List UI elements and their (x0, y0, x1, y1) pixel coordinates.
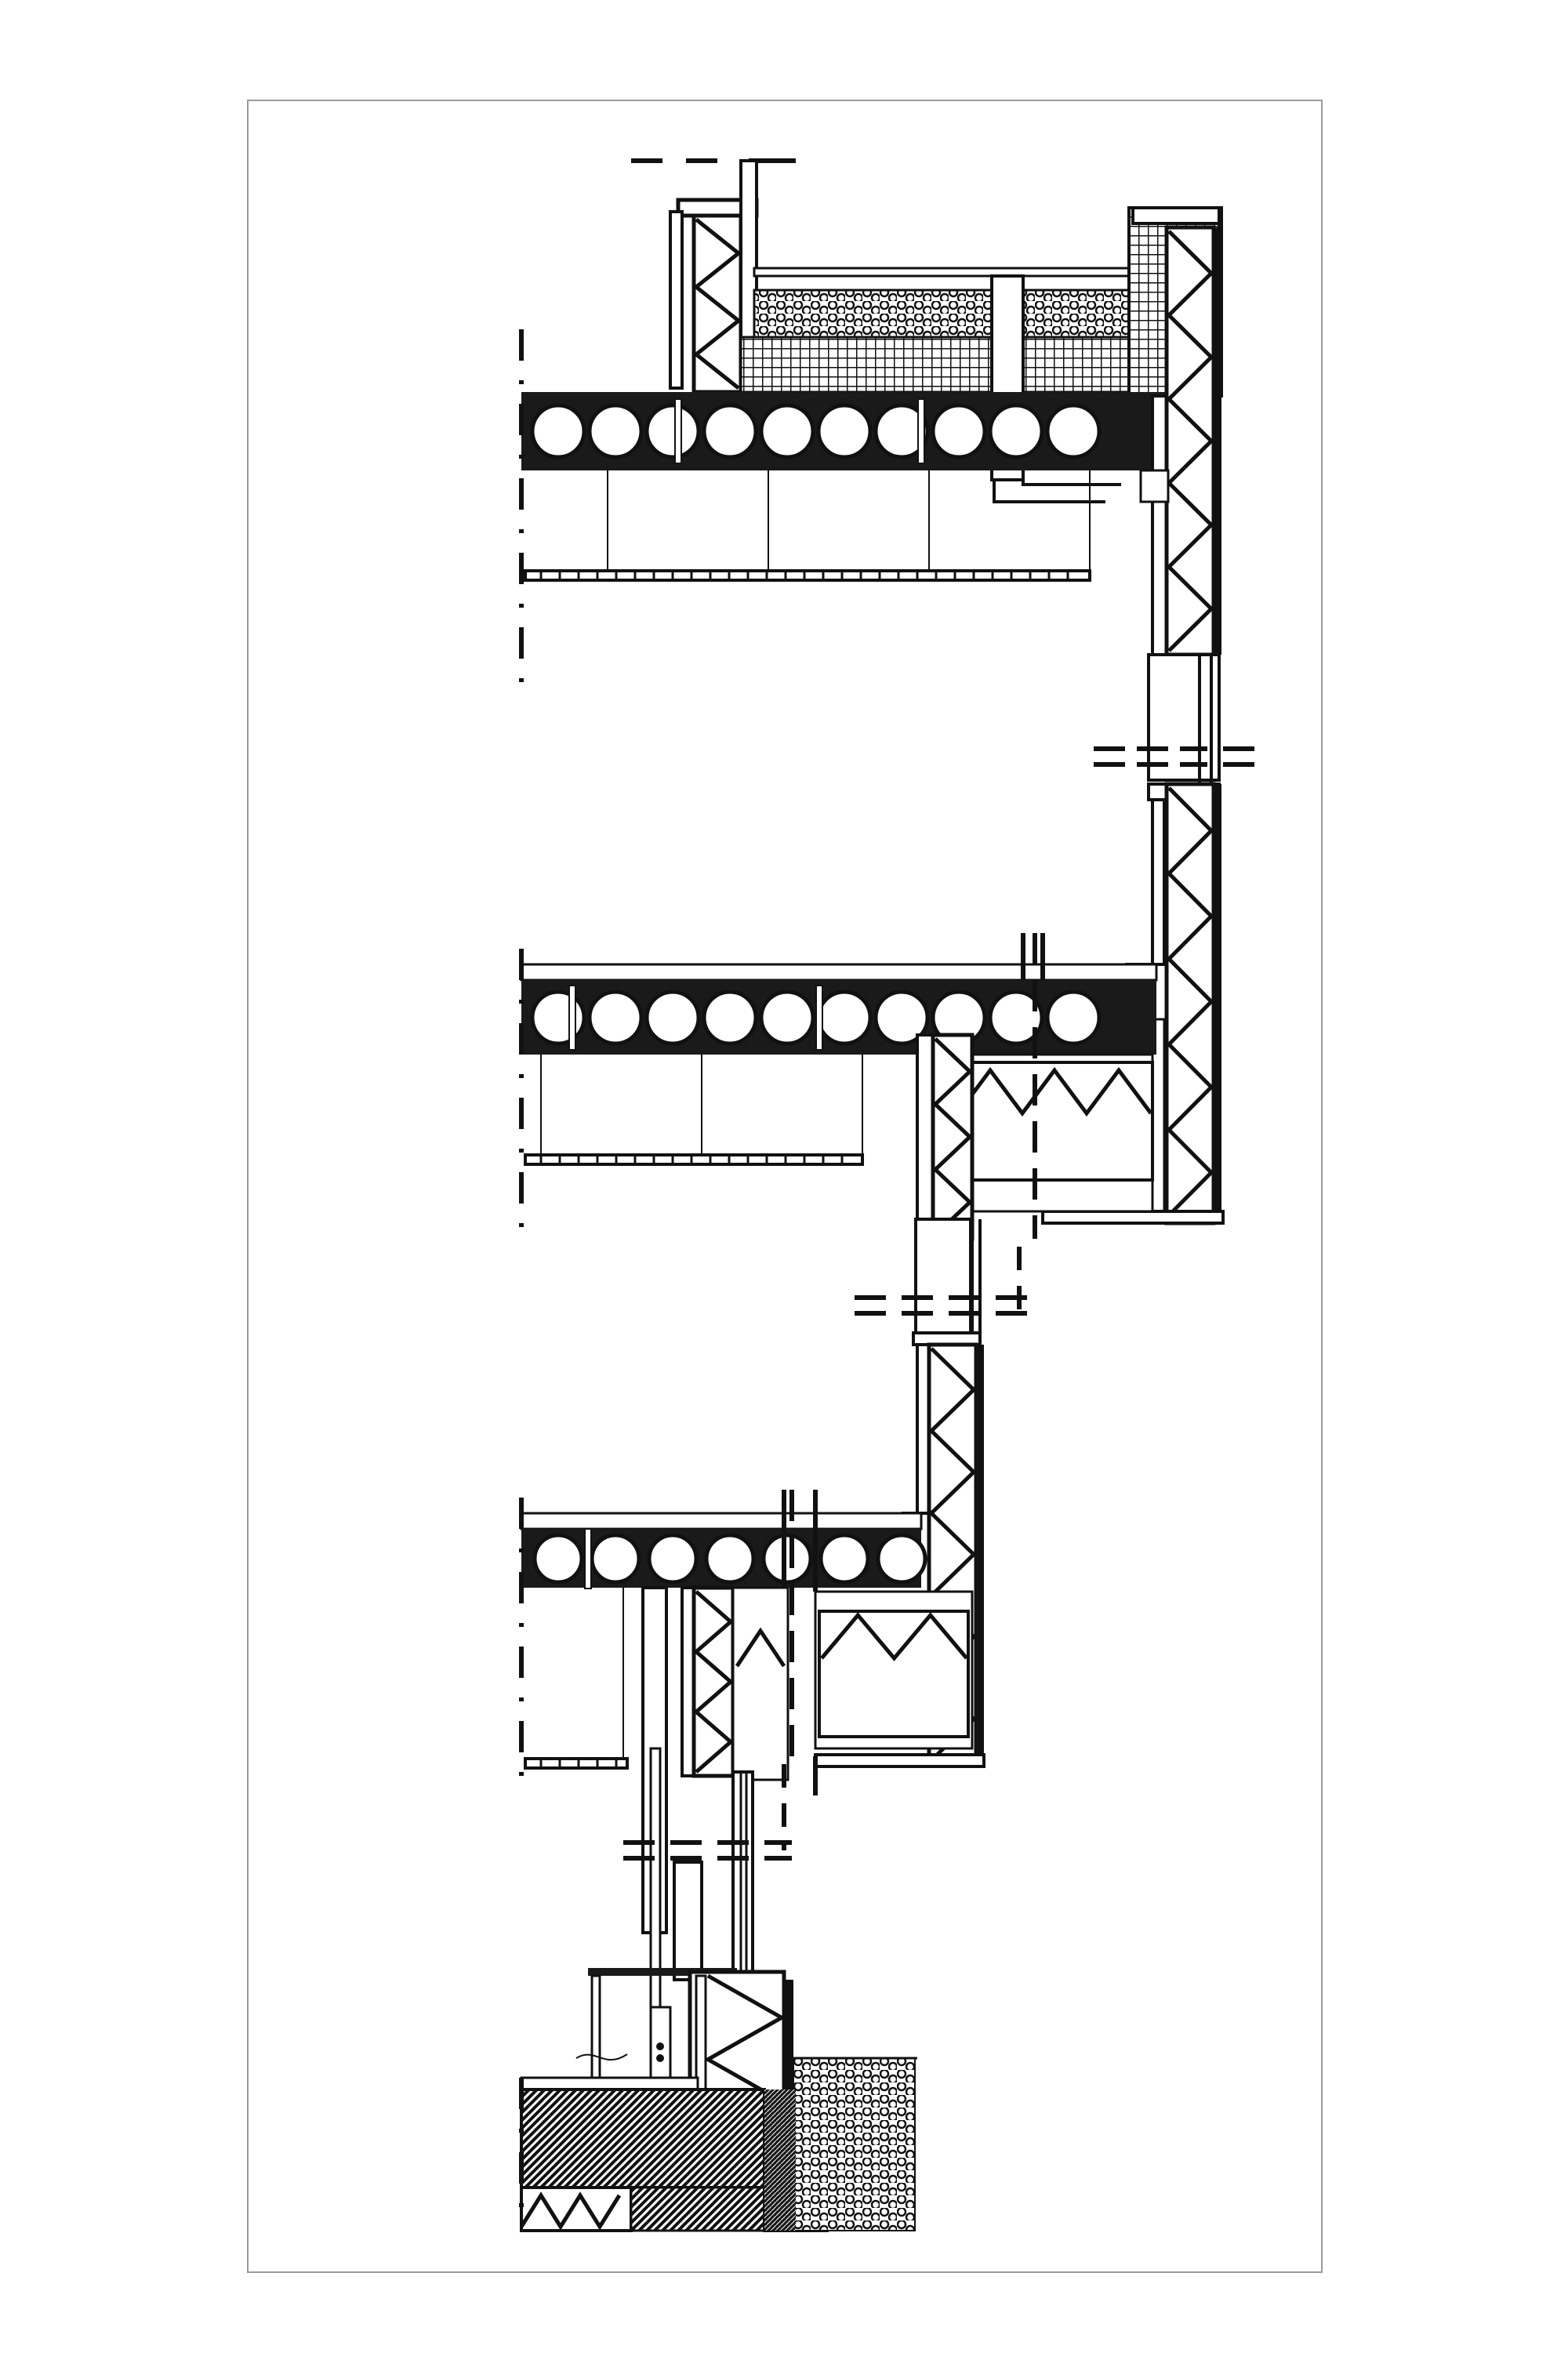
slab-core (816, 403, 873, 459)
slab-core (704, 1533, 756, 1585)
slab-core (988, 989, 1044, 1046)
hollow-core-slab-2 (520, 933, 1158, 1055)
slab-joint (674, 398, 682, 464)
slab-core (702, 989, 758, 1046)
suspended-ceiling-1 (524, 470, 1091, 582)
outer-wall-upper (1094, 225, 1254, 784)
hollow-core-slab-1 (521, 392, 1172, 470)
slab-core (816, 989, 873, 1046)
slab-core (1045, 403, 1102, 459)
foundation-assembly (519, 1861, 917, 2232)
slab-core (530, 989, 586, 1046)
slab-core (818, 1533, 870, 1585)
slab-core (532, 1533, 584, 1585)
suspended-ceiling-2 (524, 1055, 864, 1166)
insulation-block-3 (623, 1490, 974, 2079)
slab-core (1045, 989, 1102, 1046)
sheet-frame (247, 100, 1323, 2273)
suspended-ceiling-3 (524, 1588, 629, 1770)
slab-core (759, 403, 815, 459)
insulation-block-2 (855, 933, 1154, 1338)
slab-core (644, 403, 701, 459)
slab-core (761, 1533, 813, 1585)
slab-core (644, 989, 701, 1046)
slab-joint (568, 985, 576, 1051)
slab-core (702, 403, 758, 459)
slab-core (873, 403, 930, 459)
slab-joint (815, 985, 823, 1051)
slab-core (530, 403, 586, 459)
slab-core (873, 989, 930, 1046)
slab-joint (917, 398, 925, 464)
slab-core (587, 403, 644, 459)
slab-core (647, 1533, 699, 1585)
slab-core (931, 403, 987, 459)
slab-joint (584, 1528, 592, 1589)
slab-core (876, 1533, 927, 1585)
hollow-core-slab-3 (520, 1490, 927, 1592)
slab-core (587, 989, 644, 1046)
slab-core (590, 1533, 641, 1585)
slab-core (759, 989, 815, 1046)
slab-core (988, 403, 1044, 459)
